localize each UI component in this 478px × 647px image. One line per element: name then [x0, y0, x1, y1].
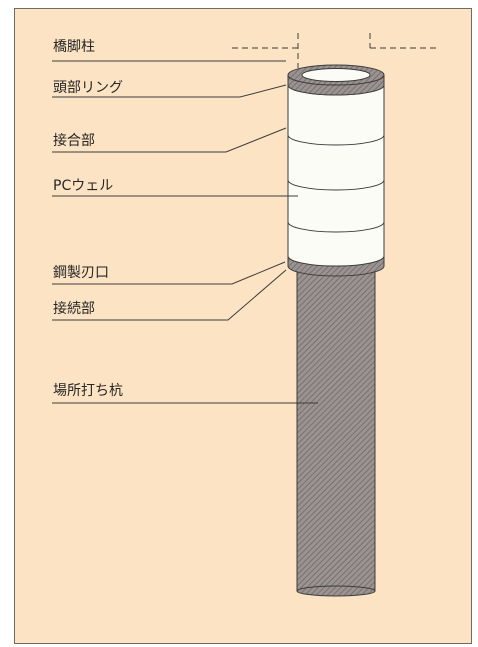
joint-seam-3 — [287, 221, 385, 233]
label-pier-column: 橋脚柱 — [53, 39, 95, 55]
label-steel-cutting-edge: 鋼製刃口 — [53, 265, 109, 281]
leader-head-ring — [52, 84, 287, 98]
leader-connection — [52, 269, 287, 321]
label-connection: 接続部 — [53, 301, 95, 317]
leader-steel-cutting-edge — [52, 261, 286, 285]
label-pc-well: PCウェル — [53, 178, 114, 194]
label-joint: 接合部 — [53, 133, 95, 149]
joint-seam-1 — [287, 134, 385, 146]
leader-lines — [52, 60, 318, 404]
pier-column-outline — [232, 33, 438, 68]
leader-joint — [52, 127, 287, 153]
pc-well-body — [287, 84, 385, 267]
joint-seam-2 — [287, 179, 385, 191]
diagram-frame — [14, 8, 472, 644]
head-ring — [287, 64, 385, 96]
label-cast-in-place-pile: 場所打ち杭 — [53, 383, 123, 399]
label-head-ring: 頭部リング — [53, 80, 123, 96]
cast-in-place-pile — [296, 265, 376, 597]
